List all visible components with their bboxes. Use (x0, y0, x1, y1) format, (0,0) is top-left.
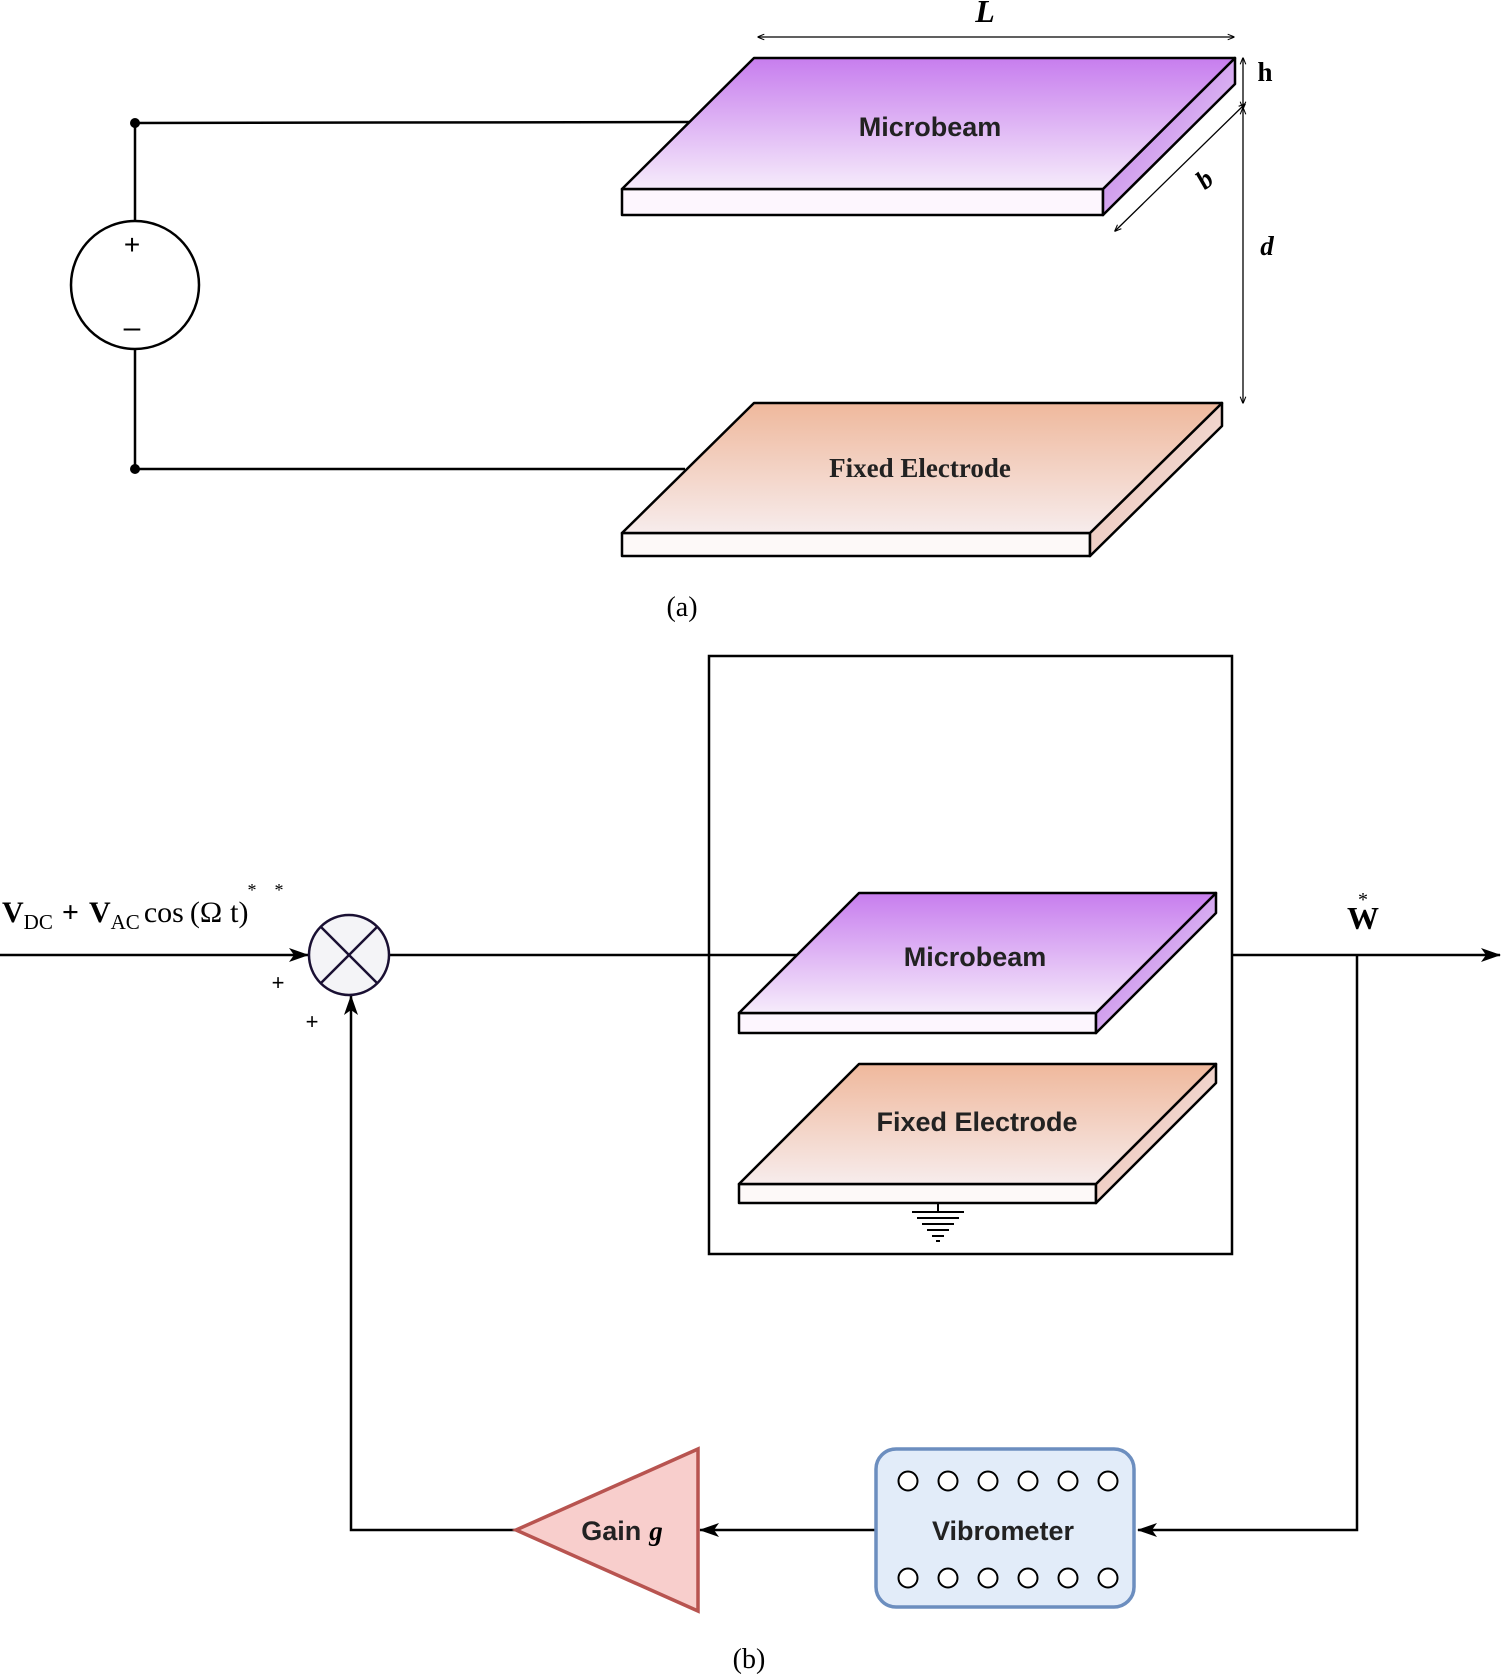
microbeam-plate-b (737, 891, 1218, 1035)
input-close-paren: ) (238, 896, 248, 929)
junction-dot-top (130, 118, 140, 128)
gain-block (511, 1446, 700, 1614)
input-dc-sub: DC (24, 910, 53, 934)
dim-label-L: L (974, 0, 995, 29)
gain-label: Gain (581, 1516, 641, 1546)
fixed-electrode-plate-a (620, 401, 1224, 558)
wire-bottom (133, 349, 685, 471)
signal-lines (0, 948, 1501, 1537)
dim-label-d: d (1260, 231, 1274, 261)
vibrometer-hole-icon (1057, 1470, 1079, 1492)
input-cos: cos (144, 896, 184, 929)
vibrometer-hole-icon (937, 1470, 959, 1492)
input-open-paren: ( (190, 896, 200, 929)
summing-junction-icon (307, 913, 391, 997)
voltage-source-icon: + – (69, 219, 201, 351)
sum-sign-feedback: + (306, 1009, 319, 1034)
panel-a: + – Microbeam Fixed Electrode L h b d (a… (69, 0, 1274, 623)
vibrometer-block (874, 1447, 1136, 1609)
vibrometer-hole-icon (937, 1567, 959, 1589)
source-minus-label: – (124, 311, 141, 344)
vibrometer-label: Vibrometer (932, 1516, 1075, 1546)
dim-label-h: h (1257, 57, 1272, 87)
wire-top (133, 120, 691, 221)
dim-label-b: b (1190, 163, 1220, 195)
input-ac-sub: AC (111, 910, 140, 934)
circuit-wires (133, 120, 691, 471)
microbeam-plate-a (620, 56, 1237, 217)
input-plus: + (62, 896, 79, 929)
output-star: * (1358, 889, 1368, 911)
input-omega: Ω (200, 896, 222, 929)
vibrometer-hole-icon (897, 1567, 919, 1589)
vibrometer-hole-icon (977, 1470, 999, 1492)
caption-b: (b) (733, 1644, 766, 1674)
microbeam-label-a: Microbeam (859, 112, 1002, 142)
dimension-arrows (758, 37, 1245, 403)
vibrometer-hole-icon (1097, 1567, 1119, 1589)
vibrometer-holes (897, 1470, 1119, 1589)
input-t-star: * (275, 880, 284, 900)
plant-box (707, 654, 1234, 1256)
input-v-ac: V (89, 896, 111, 929)
vibrometer-hole-icon (897, 1470, 919, 1492)
sum-sign-input: + (272, 970, 285, 995)
vibrometer-hole-icon (1057, 1567, 1079, 1589)
vibrometer-hole-icon (1097, 1470, 1119, 1492)
microbeam-label-b: Microbeam (904, 942, 1047, 972)
junction-dot-bottom (130, 464, 140, 474)
electrode-label-a: Fixed Electrode (829, 453, 1011, 483)
input-t: t (230, 896, 239, 929)
vibrometer-hole-icon (1017, 1470, 1039, 1492)
output-label: W (1347, 900, 1379, 936)
input-v-dc: V (2, 896, 24, 929)
ground-icon (912, 1203, 964, 1242)
gain-symbol: g (648, 1516, 663, 1546)
vibrometer-hole-icon (1017, 1567, 1039, 1589)
source-plus-label: + (124, 229, 140, 260)
fixed-electrode-plate-b (737, 1062, 1218, 1205)
gain-to-summer-line (344, 995, 516, 1532)
vibrometer-hole-icon (977, 1567, 999, 1589)
electrode-label-b: Fixed Electrode (876, 1107, 1077, 1137)
feedback-to-vibrometer-line (1137, 955, 1359, 1537)
caption-a: (a) (666, 592, 697, 623)
input-omega-star: * (248, 880, 257, 900)
dim-arrow-b (1115, 104, 1245, 231)
